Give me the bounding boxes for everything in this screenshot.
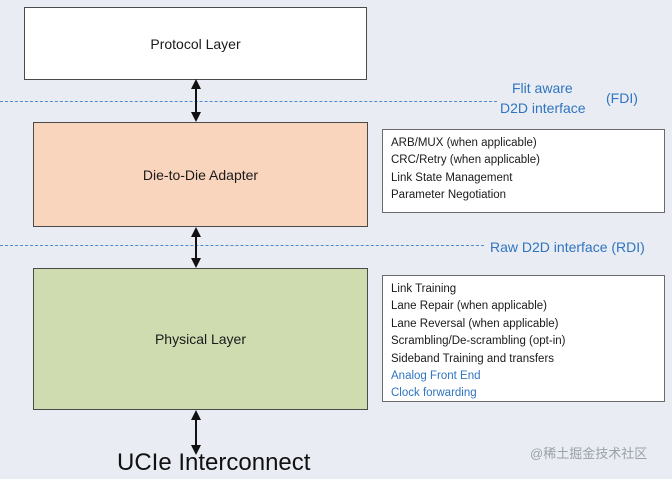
physical-layer-box: Physical Layer: [33, 268, 368, 410]
phy-feature-item: Lane Repair (when applicable): [391, 300, 547, 313]
die-to-die-adapter-box: Die-to-Die Adapter: [33, 122, 368, 227]
phy-feature-item-analog: Analog Front End: [391, 370, 481, 383]
rdi-dashed-line: [0, 245, 484, 246]
protocol-layer-label: Protocol Layer: [150, 35, 241, 52]
arrow-head-down: [191, 258, 201, 268]
adapter-feature-item: CRC/Retry (when applicable): [391, 154, 540, 167]
fdi-dashed-line: [0, 101, 497, 102]
adapter-feature-item: Link State Management: [391, 171, 513, 184]
adapter-features-box: ARB/MUX (when applicable) CRC/Retry (whe…: [382, 129, 665, 213]
phy-feature-item-clock: Clock forwarding: [391, 387, 477, 400]
phy-features-box: Link Training Lane Repair (when applicab…: [382, 275, 665, 402]
arrow-head-down: [191, 445, 201, 455]
arrow-head-up: [191, 227, 201, 237]
arrow-head-up: [191, 79, 201, 89]
arrow-head-up: [191, 410, 201, 420]
rdi-label: Raw D2D interface (RDI): [490, 239, 645, 255]
fdi-label-line1: Flit aware: [512, 80, 573, 96]
fdi-label-abbr: (FDI): [606, 90, 638, 106]
arrow-head-down: [191, 112, 201, 122]
physical-layer-label: Physical Layer: [154, 331, 247, 347]
phy-feature-item: Lane Reversal (when applicable): [391, 317, 559, 330]
adapter-feature-item: ARB/MUX (when applicable): [391, 137, 537, 149]
die-to-die-adapter-label: Die-to-Die Adapter: [142, 166, 259, 183]
protocol-layer-box: Protocol Layer: [24, 7, 367, 80]
phy-feature-item: Sideband Training and transfers: [391, 352, 555, 365]
fdi-label-line2: D2D interface: [500, 100, 586, 116]
phy-feature-item: Link Training: [391, 283, 457, 295]
phy-feature-item: Scrambling/De-scrambling (opt-in): [391, 335, 566, 348]
adapter-feature-item: Parameter Negotiation: [391, 189, 507, 202]
watermark-text: @稀土掘金技术社区: [530, 446, 648, 461]
ucie-interconnect-label: UCIe Interconnect: [117, 449, 311, 476]
